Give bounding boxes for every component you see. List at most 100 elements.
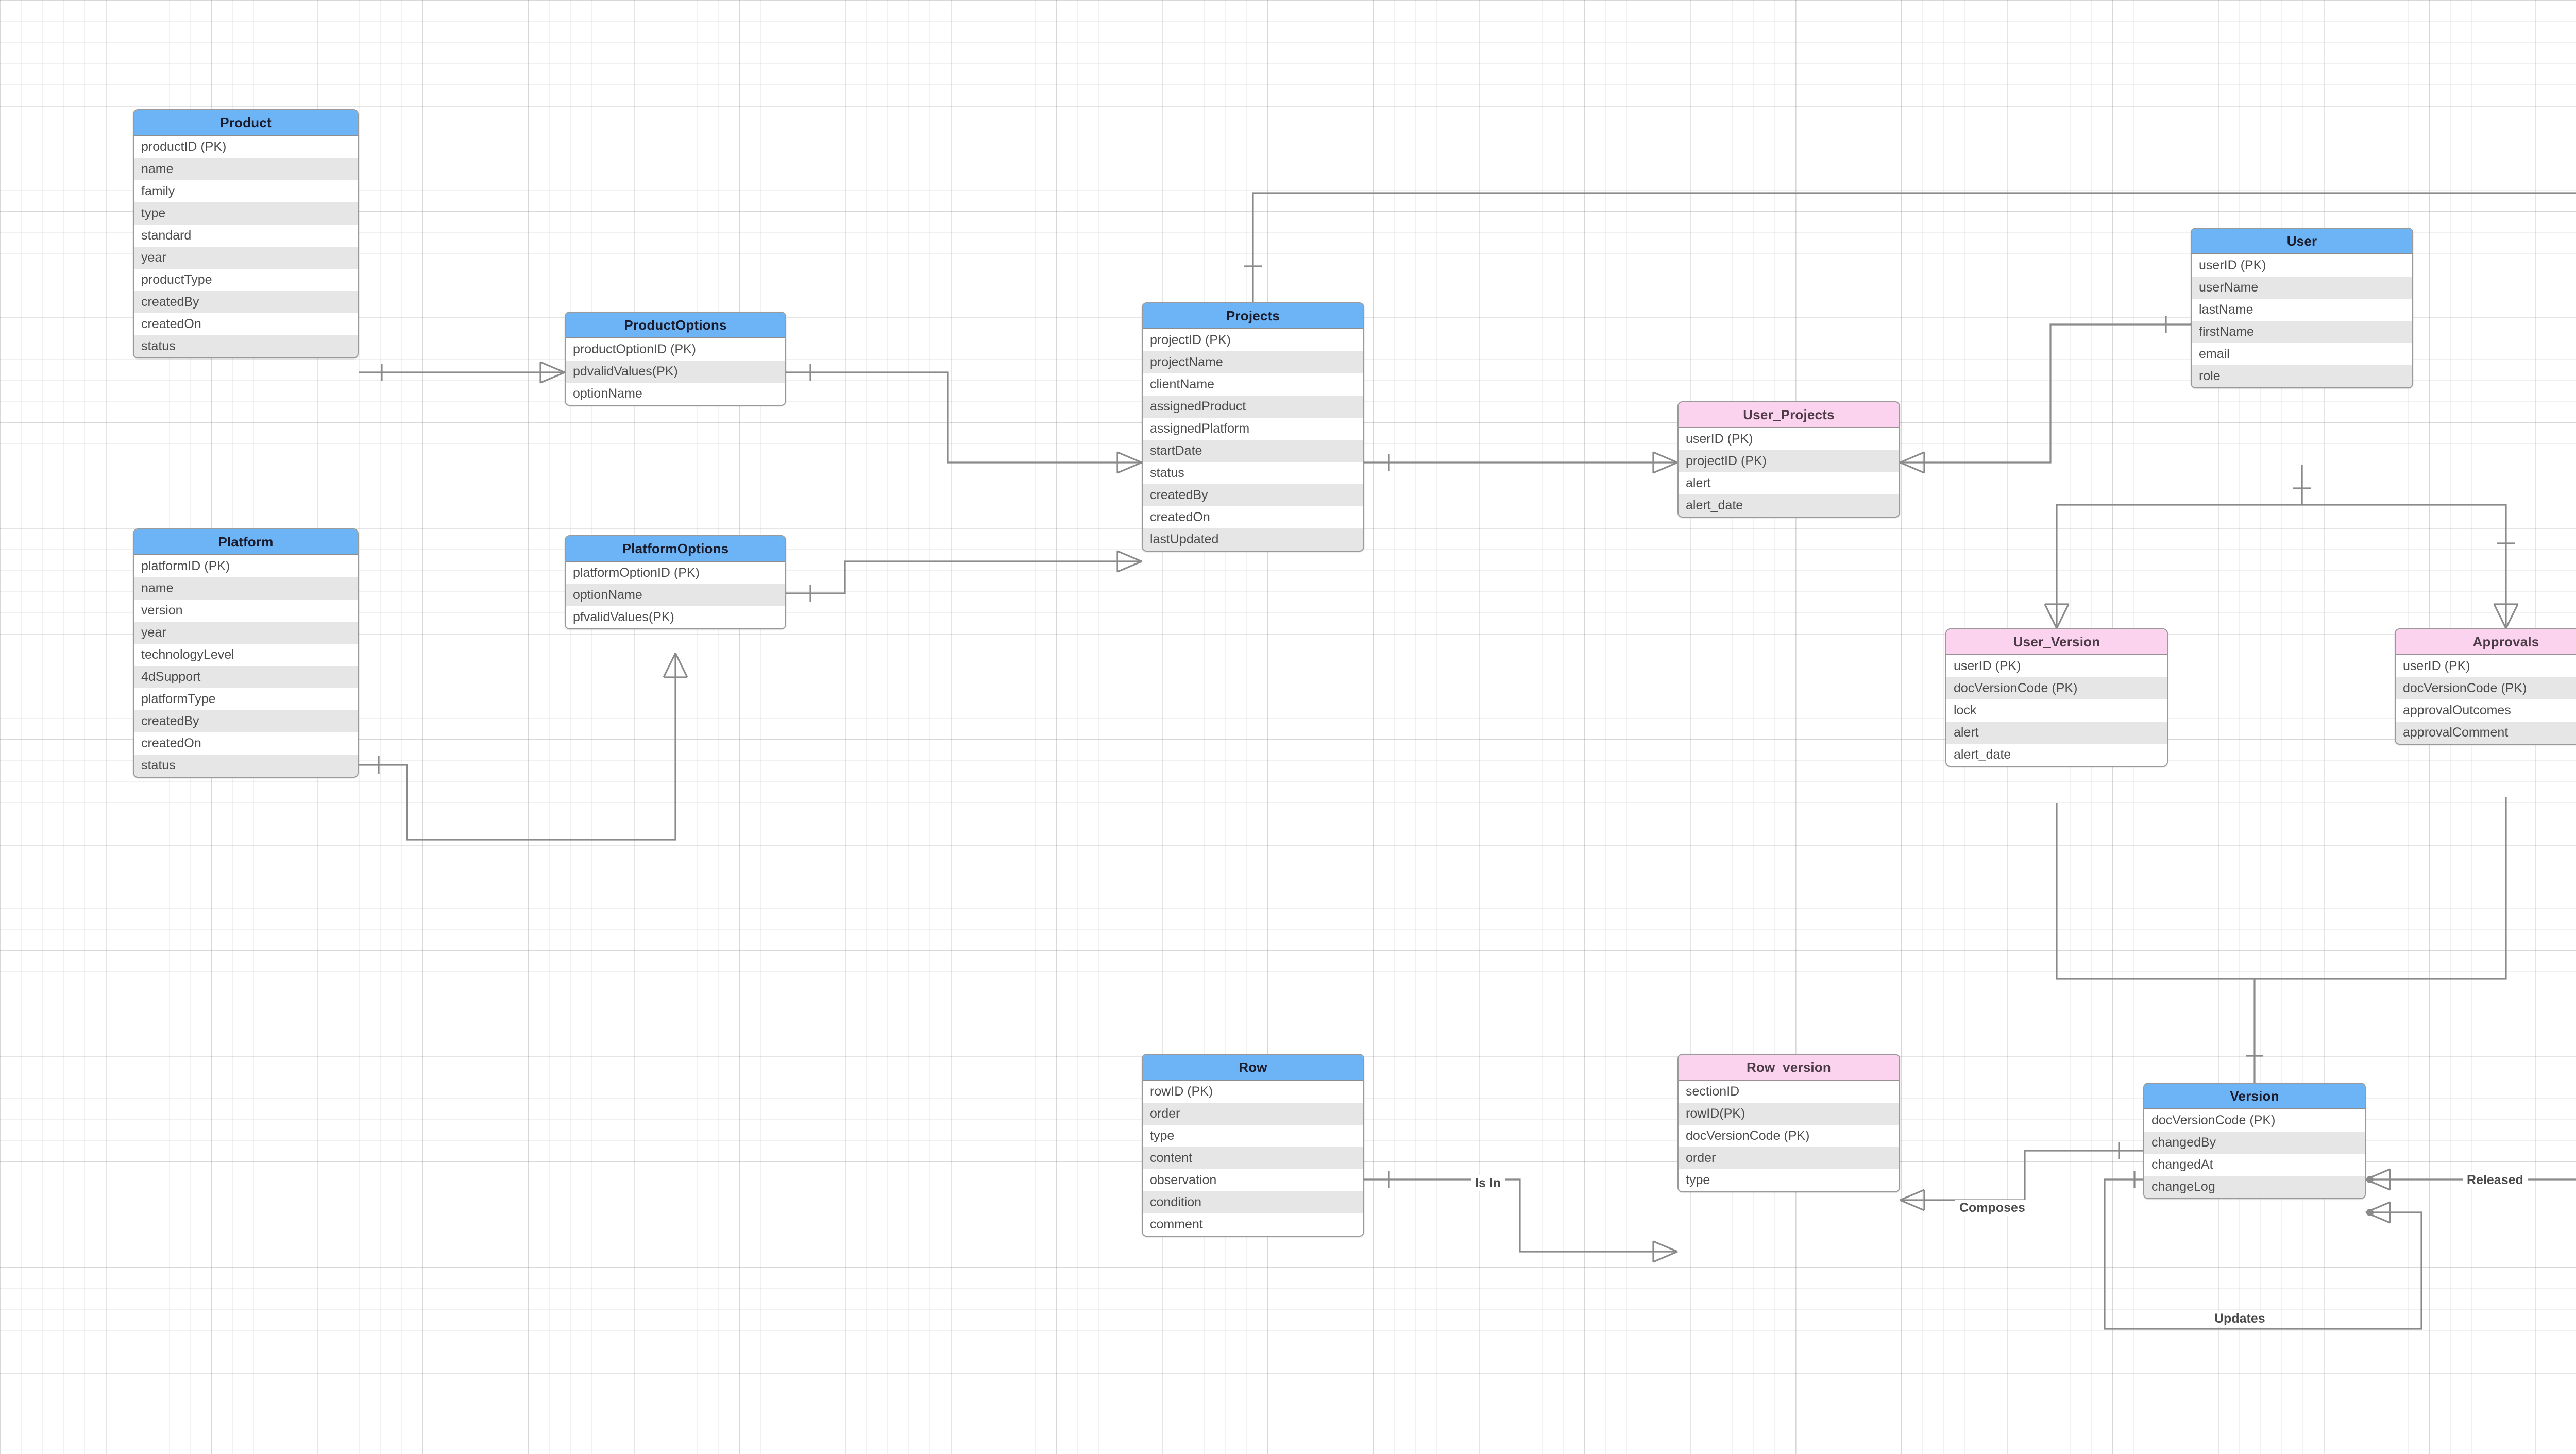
attribute-row[interactable]: clientName — [1143, 373, 1363, 396]
attribute-row[interactable]: platformType — [134, 688, 358, 710]
attribute-row[interactable]: userID (PK) — [2396, 655, 2576, 677]
attribute-row[interactable]: type — [1143, 1125, 1363, 1147]
attribute-row[interactable]: year — [134, 622, 358, 644]
entity-title-productoptions: ProductOptions — [566, 313, 785, 338]
entity-title-row_version: Row_version — [1679, 1055, 1899, 1081]
attribute-row[interactable]: docVersionCode (PK) — [1679, 1125, 1899, 1147]
attribute-row[interactable]: createdOn — [134, 313, 358, 335]
edge-platform-platformoptions — [359, 653, 676, 841]
edge-user-userversion — [2056, 465, 2303, 628]
attribute-row[interactable]: content — [1143, 1147, 1363, 1169]
attribute-row[interactable]: pfvalidValues(PK) — [566, 606, 785, 628]
attribute-row[interactable]: userID (PK) — [2192, 254, 2412, 277]
attribute-row[interactable]: year — [134, 247, 358, 269]
attribute-row[interactable]: role — [2192, 365, 2412, 387]
attribute-row[interactable]: approvalOutcomes — [2396, 699, 2576, 722]
attribute-row[interactable]: family — [134, 180, 358, 202]
attribute-row[interactable]: order — [1143, 1103, 1363, 1125]
attribute-row[interactable]: comment — [1143, 1213, 1363, 1236]
attribute-row[interactable]: createdBy — [134, 710, 358, 732]
relationship-label-updates[interactable]: Updates — [2210, 1311, 2269, 1327]
attribute-row[interactable]: rowID (PK) — [1143, 1081, 1363, 1103]
attribute-row[interactable]: firstName — [2192, 321, 2412, 343]
attribute-row[interactable]: technologyLevel — [134, 644, 358, 666]
edge-productoptions-projects — [786, 371, 1142, 464]
attribute-row[interactable]: status — [134, 335, 358, 357]
attribute-row[interactable]: changedAt — [2144, 1154, 2365, 1176]
attribute-row[interactable]: approvalComment — [2396, 722, 2576, 744]
attribute-row[interactable]: status — [134, 755, 358, 777]
edge-row-rowversion — [1364, 1178, 1677, 1253]
attribute-row[interactable]: alert — [1946, 722, 2167, 744]
attribute-row[interactable]: docVersionCode (PK) — [2396, 677, 2576, 699]
entity-title-version: Version — [2144, 1084, 2365, 1109]
attribute-row[interactable]: platformOptionID (PK) — [566, 562, 785, 584]
attribute-row[interactable]: userID (PK) — [1679, 428, 1899, 450]
attribute-row[interactable]: lastName — [2192, 299, 2412, 321]
attribute-row[interactable]: projectID (PK) — [1143, 329, 1363, 351]
entity-title-approvals: Approvals — [2396, 629, 2576, 655]
attribute-row[interactable]: docVersionCode (PK) — [2144, 1109, 2365, 1132]
attribute-row[interactable]: alert — [1679, 472, 1899, 494]
attribute-row[interactable]: userName — [2192, 277, 2412, 299]
edge-platformoptions-projects — [786, 560, 1142, 594]
attribute-row[interactable]: assignedProduct — [1143, 396, 1363, 418]
attribute-row[interactable]: lastUpdated — [1143, 528, 1363, 551]
attribute-row[interactable]: optionName — [566, 383, 785, 405]
attribute-row[interactable]: observation — [1143, 1169, 1363, 1191]
attribute-row[interactable]: lock — [1946, 699, 2167, 722]
attribute-row[interactable]: rowID(PK) — [1679, 1103, 1899, 1125]
attribute-row[interactable]: 4dSupport — [134, 666, 358, 688]
attribute-row[interactable]: productOptionID (PK) — [566, 338, 785, 361]
attribute-row[interactable]: version — [134, 600, 358, 622]
attribute-row[interactable]: standard — [134, 225, 358, 247]
attribute-row[interactable]: pdvalidValues(PK) — [566, 361, 785, 383]
attribute-row[interactable]: status — [1143, 462, 1363, 484]
attribute-row[interactable]: condition — [1143, 1191, 1363, 1213]
attribute-row[interactable]: createdOn — [134, 732, 358, 755]
attribute-row[interactable]: email — [2192, 343, 2412, 365]
attribute-row[interactable]: projectName — [1143, 351, 1363, 373]
relationship-label-released[interactable]: Released — [2463, 1172, 2528, 1188]
attribute-row[interactable]: assignedPlatform — [1143, 418, 1363, 440]
attribute-row[interactable]: createdBy — [1143, 484, 1363, 506]
attribute-row[interactable]: order — [1679, 1147, 1899, 1169]
entity-title-user: User — [2192, 229, 2412, 254]
attribute-row[interactable]: alert_date — [1946, 744, 2167, 766]
attribute-row[interactable]: alert_date — [1679, 494, 1899, 517]
attribute-row[interactable]: type — [1679, 1169, 1899, 1191]
edge-rowversion-version — [1900, 1150, 2143, 1201]
relationship-label-composes[interactable]: Composes — [1955, 1200, 2029, 1216]
attribute-row[interactable]: name — [134, 577, 358, 600]
attribute-row[interactable]: userID (PK) — [1946, 655, 2167, 677]
attribute-row[interactable]: optionName — [566, 584, 785, 606]
attribute-row[interactable]: name — [134, 158, 358, 180]
attribute-row[interactable]: productID (PK) — [134, 136, 358, 158]
attribute-row[interactable]: changedBy — [2144, 1132, 2365, 1154]
attribute-row[interactable]: docVersionCode (PK) — [1946, 677, 2167, 699]
attribute-row[interactable]: startDate — [1143, 440, 1363, 462]
attribute-row[interactable]: sectionID — [1679, 1081, 1899, 1103]
attribute-row[interactable]: projectID (PK) — [1679, 450, 1899, 472]
relationship-label-is-in[interactable]: Is In — [1471, 1175, 1505, 1191]
entity-title-platformoptions: PlatformOptions — [566, 536, 785, 562]
attribute-row[interactable]: platformID (PK) — [134, 555, 358, 577]
attribute-row[interactable]: createdBy — [134, 291, 358, 313]
attribute-row[interactable]: changeLog — [2144, 1176, 2365, 1198]
attribute-row[interactable]: createdOn — [1143, 506, 1363, 528]
attribute-row[interactable]: type — [134, 202, 358, 225]
attribute-row[interactable]: productType — [134, 269, 358, 291]
